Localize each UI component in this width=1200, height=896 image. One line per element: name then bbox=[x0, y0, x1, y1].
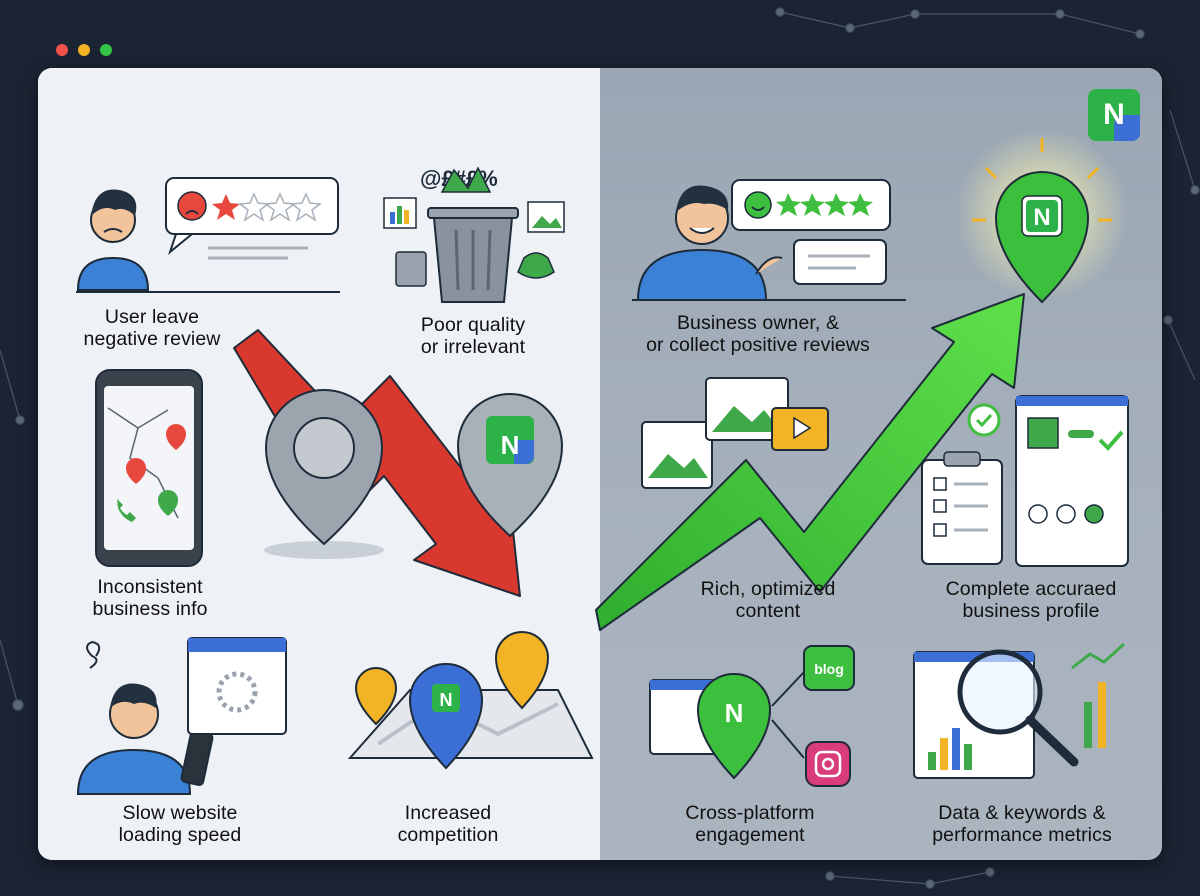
logo-letter: N bbox=[1103, 98, 1125, 131]
cross-platform-illustration: N blog bbox=[649, 645, 855, 787]
happy-owner-illustration bbox=[632, 185, 906, 301]
logo-corner-shape bbox=[1114, 115, 1140, 141]
illustration-layer: @£#£% bbox=[76, 128, 1129, 795]
infographic-window: @£#£% bbox=[38, 68, 1162, 860]
caption-positive-reviews: Business owner, &or collect positive rev… bbox=[646, 312, 870, 356]
slow-loading-user-illustration bbox=[76, 637, 287, 795]
negative-review-bubble bbox=[165, 177, 339, 260]
maximize-dot[interactable] bbox=[100, 44, 112, 56]
svg-text:N: N bbox=[725, 698, 744, 728]
minimize-dot[interactable] bbox=[78, 44, 90, 56]
close-dot[interactable] bbox=[56, 44, 68, 56]
growth-trend-arrow bbox=[595, 293, 1025, 631]
svg-text:N: N bbox=[440, 690, 453, 710]
glowing-brand-pin-icon: N bbox=[956, 128, 1128, 304]
frustrated-user-illustration bbox=[76, 189, 340, 293]
svg-text:N: N bbox=[501, 430, 520, 460]
business-profile-illustration bbox=[921, 395, 1129, 567]
analytics-dashboard-illustration bbox=[913, 642, 1126, 779]
brand-logo-badge: N bbox=[1088, 89, 1140, 141]
positive-review-bubble bbox=[731, 179, 891, 285]
svg-text:blog: blog bbox=[814, 661, 844, 677]
cracked-phone-illustration bbox=[95, 369, 203, 567]
svg-text:N: N bbox=[1033, 204, 1050, 231]
competition-map-illustration: N bbox=[347, 631, 594, 770]
trash-can-icon: @£#£% bbox=[383, 166, 565, 303]
caption-data-metrics: Data & keywords &performance metrics bbox=[932, 802, 1112, 846]
rich-media-content-illustration bbox=[641, 377, 829, 489]
faded-brand-pin-icon: N bbox=[456, 393, 564, 538]
broken-map-pin-icon bbox=[264, 389, 384, 559]
window-controls bbox=[56, 44, 112, 56]
